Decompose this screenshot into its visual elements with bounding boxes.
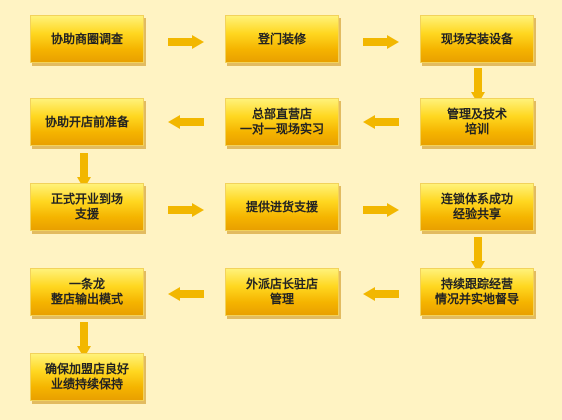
arrow-left-icon <box>363 287 399 301</box>
step-hq-internship: 总部直营店 一对一现场实习 <box>225 98 339 146</box>
arrow-left-icon <box>168 287 204 301</box>
step-renovation: 登门装修 <box>225 15 339 63</box>
step-ongoing-supervision: 持续跟踪经营 情况并实地督导 <box>420 268 534 316</box>
step-management-training: 管理及技术 培训 <box>420 98 534 146</box>
step-turnkey-model: 一条龙 整店输出模式 <box>30 268 144 316</box>
arrow-left-icon <box>363 115 399 129</box>
arrow-right-icon <box>168 35 204 49</box>
arrow-down-icon <box>77 153 91 189</box>
arrow-down-icon <box>471 68 485 104</box>
arrow-down-icon <box>77 322 91 358</box>
step-experience-sharing: 连锁体系成功 经验共享 <box>420 183 534 231</box>
step-supply-support: 提供进货支援 <box>225 183 339 231</box>
step-opening-support: 正式开业到场 支援 <box>30 183 144 231</box>
arrow-right-icon <box>363 35 399 49</box>
arrow-right-icon <box>363 203 399 217</box>
step-onsite-manager: 外派店长驻店 管理 <box>225 268 339 316</box>
arrow-down-icon <box>471 237 485 273</box>
step-equipment-install: 现场安装设备 <box>420 15 534 63</box>
step-business-survey: 协助商圈调查 <box>30 15 144 63</box>
step-sustained-performance: 确保加盟店良好 业绩持续保持 <box>30 353 144 401</box>
arrow-left-icon <box>168 115 204 129</box>
arrow-right-icon <box>168 203 204 217</box>
step-pre-opening-prep: 协助开店前准备 <box>30 98 144 146</box>
